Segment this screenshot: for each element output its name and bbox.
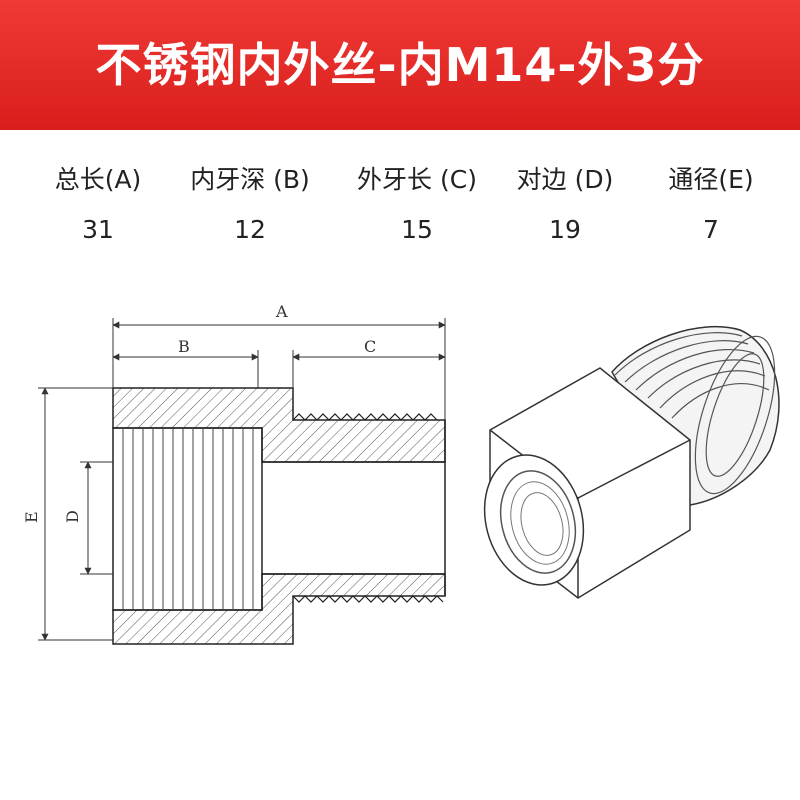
spec-value: 19	[549, 215, 581, 244]
technical-drawing: A B C E D	[22, 302, 780, 645]
spec-value: 12	[234, 215, 266, 244]
spec-label: 总长(A)	[54, 165, 142, 194]
spec-value: 7	[703, 215, 719, 244]
dimension-a-label: A	[275, 302, 288, 321]
spec-value: 31	[82, 215, 114, 244]
spec-inner-thread-depth: 内牙深 (B) 12	[165, 150, 335, 250]
dimension-c-label: C	[364, 337, 376, 356]
dimension-d-label: D	[63, 510, 82, 523]
spec-outer-thread-length: 外牙长 (C) 15	[332, 150, 502, 250]
dimension-b-label: B	[178, 337, 190, 356]
spec-value: 15	[401, 215, 433, 244]
spec-table: 总长(A) 31 内牙深 (B) 12 外牙长 (C) 15 对边 (D) 19…	[0, 150, 800, 260]
spec-bore-diameter: 通径(E) 7	[626, 150, 796, 250]
cross-section-view	[112, 387, 446, 645]
spec-across-flats: 对边 (D) 19	[480, 150, 650, 250]
spec-label: 外牙长 (C)	[357, 165, 477, 194]
dimension-e-label: E	[22, 511, 41, 523]
title-banner: 不锈钢内外丝-内M14-外3分	[0, 0, 800, 130]
spec-label: 通径(E)	[668, 165, 754, 194]
spec-label: 内牙深 (B)	[190, 165, 310, 194]
spec-label: 对边 (D)	[516, 165, 614, 194]
fitting-3d-view	[483, 326, 780, 599]
product-title: 不锈钢内外丝-内M14-外3分	[95, 38, 705, 92]
spec-total-length: 总长(A) 31	[13, 150, 183, 250]
dimension-lines	[38, 318, 446, 641]
